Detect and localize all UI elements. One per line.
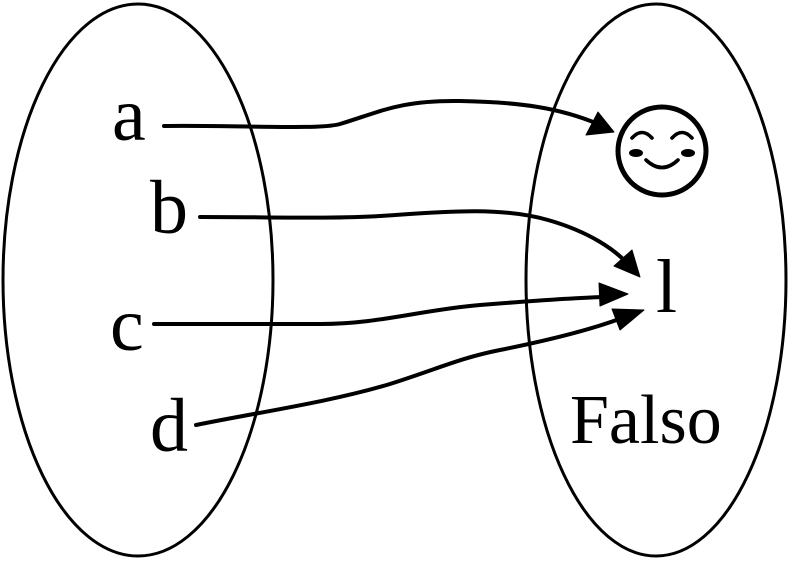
domain-element-a: a (112, 73, 146, 157)
domain-element-d: d (150, 384, 188, 468)
domain-set-ellipse (1, 2, 275, 558)
arrow-a-to-smiley (162, 98, 615, 136)
domain-element-c: c (110, 283, 144, 367)
codomain-set-ellipse (524, 2, 788, 558)
domain-element-b: b (150, 166, 188, 250)
arrow-c-to-l (152, 282, 629, 327)
smiling-face-icon (615, 104, 709, 198)
arrow-b-to-l (198, 209, 641, 278)
arrow-d-to-l (194, 308, 645, 427)
codomain-caption: Falso (570, 382, 722, 459)
codomain-element-l: l (656, 245, 677, 329)
